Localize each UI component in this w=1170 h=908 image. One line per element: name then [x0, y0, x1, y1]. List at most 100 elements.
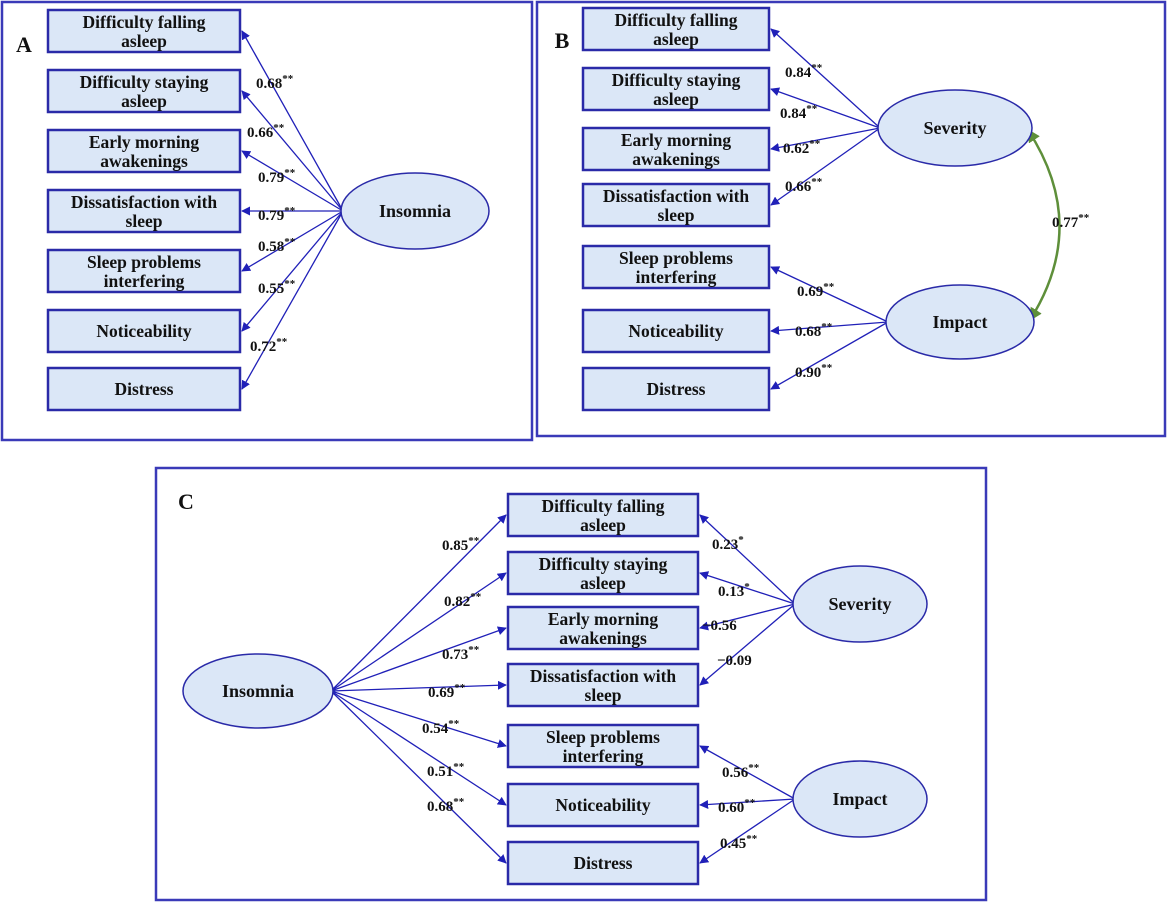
- loading-value-insomnia-fall: 0.68**: [256, 73, 294, 92]
- loading-value-impact-notic: 0.60**: [718, 797, 756, 816]
- indicator-box-diss: [506, 662, 700, 708]
- panel-c-frame: [154, 466, 988, 902]
- indicator-box-dist: [506, 840, 700, 886]
- loading-arrow-impact-dist: [699, 798, 796, 864]
- latent-factor-insomnia: [340, 172, 490, 250]
- loading-value-severity-early: 0.62**: [783, 138, 821, 157]
- loading-arrow-impact-interf: [699, 745, 796, 800]
- indicator-label-fall-line2: asleep: [653, 29, 699, 49]
- indicator-box-diss: [581, 182, 771, 228]
- loading-value-insomnia-stay: 0.66**: [247, 122, 285, 141]
- panel-a-frame: [0, 0, 534, 442]
- loading-value-severity-fall: 0.84**: [785, 62, 823, 81]
- loading-arrow-severity-early: [770, 127, 881, 152]
- indicator-label-early-line1: Early morning: [548, 609, 659, 629]
- indicator-box-dist: [581, 366, 771, 412]
- indicator-box-stay: [506, 550, 700, 596]
- indicator-label-fall-line1: Difficulty falling: [83, 12, 206, 32]
- loading-arrow-impact-interf: [770, 266, 889, 323]
- indicator-label-interf-line1: Sleep problems: [619, 248, 733, 268]
- panel-b-label: B: [555, 28, 570, 53]
- indicator-box-dist: [46, 366, 242, 412]
- latent-factor-label-severity: Severity: [924, 118, 987, 138]
- loading-arrow-severity-fall: [770, 28, 881, 129]
- indicator-label-diss-line2: sleep: [126, 211, 163, 231]
- indicator-label-early-line2: awakenings: [100, 151, 188, 171]
- indicator-label-interf-line1: Sleep problems: [546, 727, 660, 747]
- loading-value-insomnia-early: 0.79**: [258, 167, 296, 186]
- latent-factor-label-insomnia: Insomnia: [379, 201, 451, 221]
- panel-a-label: A: [16, 32, 32, 57]
- indicator-label-stay-line2: asleep: [580, 573, 626, 593]
- loading-arrow-insomnia-notic: [330, 690, 507, 806]
- loading-arrow-impact-notic: [699, 798, 796, 809]
- covariance-arrow-severity-impact: [1026, 128, 1061, 322]
- latent-factor-label-severity: Severity: [829, 594, 892, 614]
- loading-paths: [241, 30, 344, 390]
- indicator-label-stay-line2: asleep: [121, 91, 167, 111]
- latent-factor-impact: [885, 284, 1035, 360]
- indicator-label-interf-line2: interfering: [636, 267, 717, 287]
- indicator-label-fall-line1: Difficulty falling: [615, 10, 738, 30]
- loading-value-insomnia-diss: 0.69**: [428, 682, 466, 701]
- panel-c-label: C: [178, 489, 194, 514]
- loading-value-impact-notic: 0.68**: [795, 321, 833, 340]
- loading-value-insomnia-dist: 0.68**: [427, 796, 465, 815]
- loading-value-severity-early: −0.56: [702, 618, 737, 634]
- loading-arrow-insomnia-notic: [241, 210, 344, 332]
- indicator-label-early-line1: Early morning: [621, 130, 732, 150]
- loading-arrow-insomnia-diss: [330, 680, 507, 692]
- loading-value-impact-dist: 0.45**: [720, 833, 758, 852]
- loading-value-insomnia-stay: 0.82**: [444, 591, 482, 610]
- loading-arrow-severity-diss: [699, 603, 796, 686]
- indicator-label-notic: Noticeability: [96, 321, 192, 341]
- loading-arrow-insomnia-early: [330, 626, 507, 692]
- indicator-label-dist: Distress: [115, 379, 174, 399]
- indicator-box-notic: [506, 782, 700, 828]
- loading-arrow-insomnia-fall: [330, 514, 507, 692]
- loading-value-impact-interf: 0.56**: [722, 762, 760, 781]
- indicator-label-fall-line1: Difficulty falling: [542, 496, 665, 516]
- indicator-box-stay: [46, 68, 242, 114]
- loading-value-insomnia-dist: 0.72**: [250, 336, 288, 355]
- indicator-label-early-line1: Early morning: [89, 132, 200, 152]
- indicator-box-stay: [581, 66, 771, 112]
- latent-factor-label-impact: Impact: [933, 312, 988, 332]
- loading-value-insomnia-interf: 0.54**: [422, 718, 460, 737]
- loading-value-severity-stay: 0.13*: [718, 581, 750, 600]
- indicator-label-diss-line1: Dissatisfaction with: [530, 666, 677, 686]
- indicator-box-early: [581, 126, 771, 172]
- covariance-value-severity-impact: 0.77**: [1052, 212, 1090, 231]
- loading-value-insomnia-diss: 0.79**: [258, 205, 296, 224]
- loading-value-severity-fall: 0.23*: [712, 534, 744, 553]
- indicator-label-dist: Distress: [574, 853, 633, 873]
- loading-value-severity-diss: 0.66**: [785, 176, 823, 195]
- loading-arrow-insomnia-early: [241, 150, 344, 212]
- indicator-box-fall: [46, 8, 242, 54]
- indicator-label-stay-line1: Difficulty staying: [612, 70, 741, 90]
- latent-factor-impact: [792, 760, 928, 838]
- latent-factor-severity: [792, 565, 928, 643]
- indicator-label-diss-line2: sleep: [585, 685, 622, 705]
- loading-value-insomnia-notic: 0.55**: [258, 278, 296, 297]
- indicator-box-interf: [581, 244, 771, 290]
- indicator-label-interf-line2: interfering: [563, 746, 644, 766]
- indicator-box-fall: [581, 6, 771, 52]
- indicator-label-early-line2: awakenings: [559, 628, 647, 648]
- loading-arrow-impact-dist: [770, 321, 889, 390]
- panel-b-frame: [535, 0, 1167, 438]
- indicator-label-early-line2: awakenings: [632, 149, 720, 169]
- indicator-box-early: [46, 128, 242, 174]
- indicator-box-early: [506, 605, 700, 651]
- loading-arrow-insomnia-interf: [330, 690, 507, 748]
- indicator-label-notic: Noticeability: [555, 795, 651, 815]
- indicator-label-interf-line2: interfering: [104, 271, 185, 291]
- indicator-label-diss-line1: Dissatisfaction with: [603, 186, 750, 206]
- indicator-label-diss-line2: sleep: [658, 205, 695, 225]
- loading-arrow-insomnia-stay: [241, 90, 344, 212]
- loading-value-insomnia-early: 0.73**: [442, 644, 480, 663]
- loading-value-insomnia-notic: 0.51**: [427, 761, 465, 780]
- latent-factor-label-impact: Impact: [833, 789, 888, 809]
- loading-arrow-severity-stay: [699, 571, 796, 605]
- loading-value-insomnia-interf: 0.58**: [258, 236, 296, 255]
